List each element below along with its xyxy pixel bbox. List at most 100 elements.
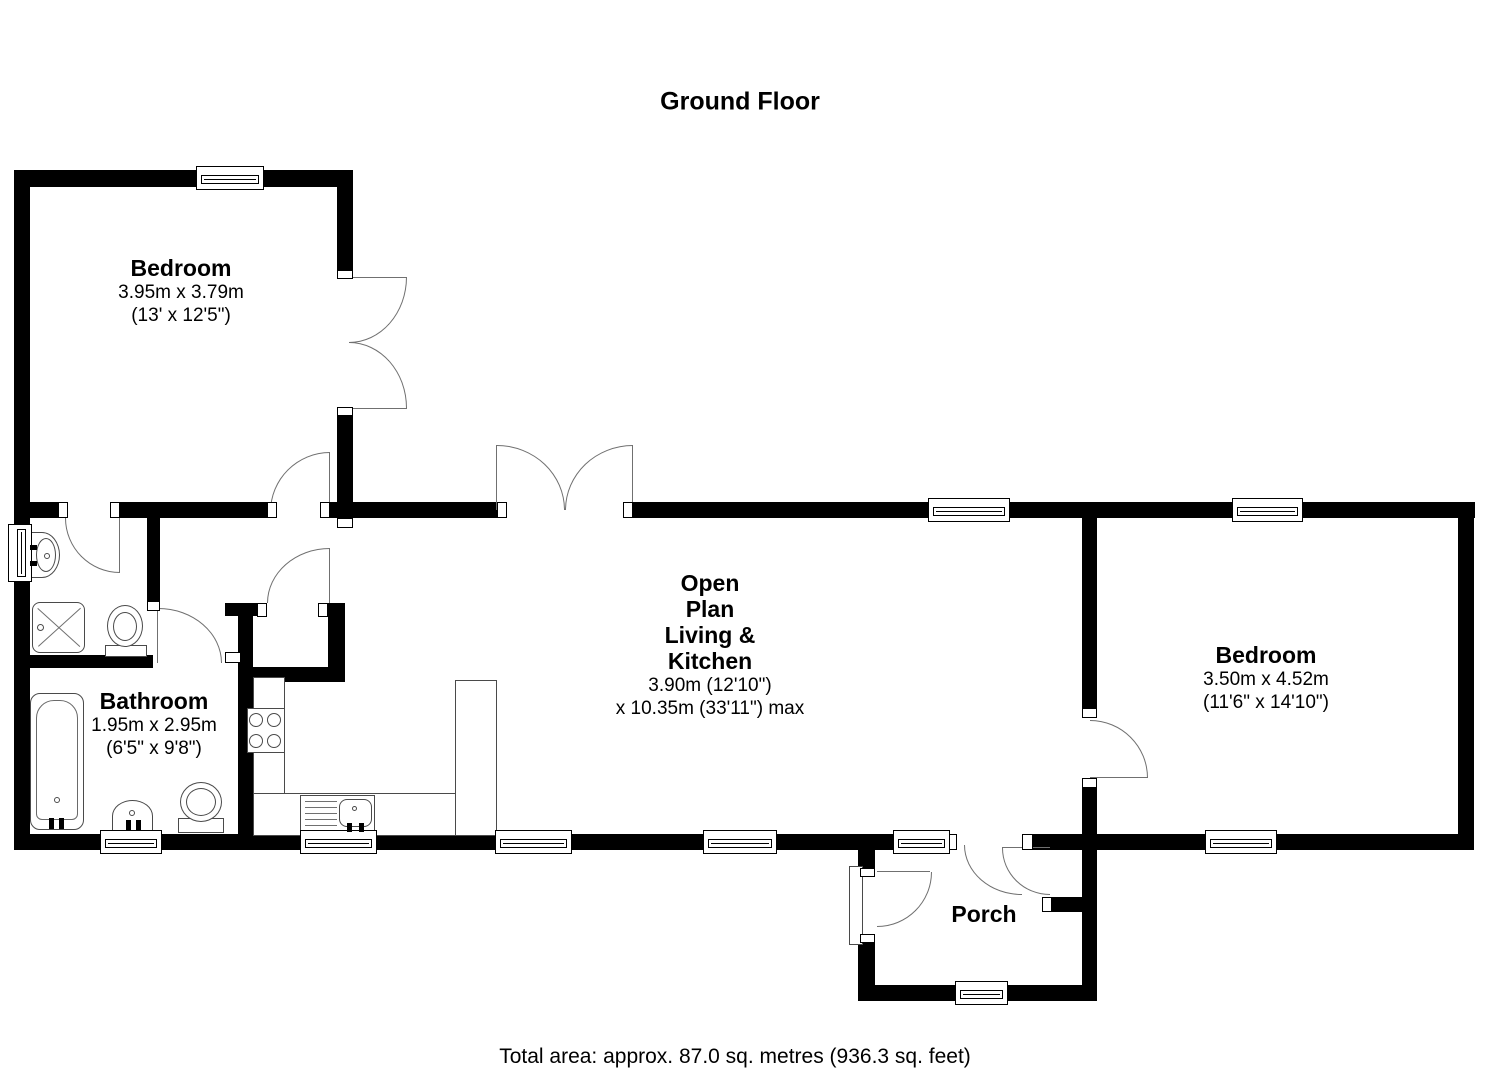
wall [337, 170, 353, 278]
drainer-line [305, 801, 337, 802]
door-swing-arc [565, 445, 633, 510]
window-glazing [16, 529, 26, 577]
wall [1082, 850, 1097, 1001]
bath-inner [36, 700, 78, 820]
window-symbol [928, 498, 1010, 522]
door-swing-arc [497, 445, 565, 510]
window-glazing [305, 838, 372, 848]
wall [1042, 897, 1083, 912]
room-name: Plan [685, 596, 735, 622]
total-area-text: Total area: approx. 87.0 sq. metres (936… [499, 1045, 971, 1068]
wall [572, 834, 703, 850]
door-jamb [1042, 897, 1052, 912]
window-glazing [1210, 838, 1272, 848]
wall [328, 603, 345, 682]
kitchen-sink-drain [352, 806, 357, 811]
door-jamb [318, 603, 328, 617]
window-glazing-line [711, 842, 769, 844]
kitchen-island [455, 680, 497, 836]
door-jamb [623, 502, 633, 518]
wall [1008, 985, 1097, 1001]
wall [858, 985, 955, 1001]
door-swing-arc [158, 608, 222, 663]
window-glazing-line [20, 532, 22, 574]
front-door-frame [849, 866, 863, 945]
door-jamb [1082, 778, 1097, 788]
door-jamb [497, 502, 507, 518]
door-leaf [496, 445, 497, 510]
wall [1458, 502, 1474, 850]
kitchen-sink-bowl [339, 799, 372, 827]
wall [14, 655, 153, 668]
room-dimensions: x 10.35m (33'11") max [615, 698, 805, 719]
wall [337, 408, 353, 518]
door-jamb [337, 270, 353, 279]
window-glazing-line [963, 993, 1000, 995]
door-jamb [267, 502, 277, 518]
door-jamb [147, 601, 160, 611]
room-dimensions: 1.95m x 2.95m [91, 715, 217, 736]
window-glazing-line [308, 842, 369, 844]
window-symbol [300, 830, 377, 854]
room-dimensions: 3.95m x 3.79m [118, 282, 244, 303]
door-swing-arc [1090, 720, 1148, 778]
drainer-line [305, 807, 337, 808]
wc-toilet-bowl-inner [113, 612, 137, 641]
window-symbol [1232, 498, 1303, 522]
wall [162, 834, 300, 850]
window-symbol [955, 981, 1008, 1005]
window-glazing [933, 506, 1005, 516]
kitchen-sink-tap [347, 823, 352, 832]
bathroom-sink [112, 800, 153, 832]
door-leaf [329, 548, 330, 603]
window-glazing-line [1213, 842, 1269, 844]
window-glazing-line [1240, 510, 1295, 512]
bathroom-sink-tap [126, 820, 131, 830]
door-leaf [877, 871, 930, 872]
door-swing-arc [65, 518, 120, 573]
window-symbol [893, 830, 950, 854]
door-jamb [58, 502, 68, 518]
door-jamb [110, 502, 120, 518]
bath-tap [59, 818, 64, 829]
door-leaf [119, 518, 120, 573]
door-jamb [337, 407, 353, 416]
door-jamb [225, 652, 241, 663]
window-symbol [1205, 830, 1277, 854]
wall [238, 603, 253, 836]
bath-tap [49, 818, 54, 829]
window-glazing-line [108, 842, 154, 844]
wall [1010, 502, 1082, 518]
door-jamb [860, 868, 875, 877]
window-symbol [703, 830, 777, 854]
room-dimensions: (6'5" x 9'8") [106, 738, 202, 759]
kitchen-sink-tap [359, 823, 364, 832]
wc-sink-tap [30, 561, 37, 566]
bathroom-toilet-bowl-inner [186, 788, 216, 816]
hob-ring [267, 734, 281, 748]
window-glazing [201, 174, 259, 184]
room-name: Bathroom [99, 688, 209, 714]
room-name: Bedroom [130, 255, 232, 281]
window-symbol [8, 524, 32, 582]
room-name: Bedroom [1215, 642, 1317, 668]
wc-sink-drain [44, 553, 50, 559]
door-jamb [860, 934, 875, 943]
door-leaf [632, 445, 633, 510]
drainer-line [305, 819, 337, 820]
wall [858, 943, 875, 987]
door-swing-arc [349, 277, 407, 343]
window-glazing-line [204, 178, 256, 180]
door-swing-arc [877, 872, 932, 927]
window-glazing-line [901, 842, 942, 844]
room-name: Porch [951, 901, 1017, 927]
wall [147, 518, 160, 603]
room-label-porch: Porch [951, 901, 1016, 927]
window-glazing-line [936, 510, 1002, 512]
door-leaf [1090, 777, 1148, 778]
page-title: Ground Floor [660, 87, 820, 116]
